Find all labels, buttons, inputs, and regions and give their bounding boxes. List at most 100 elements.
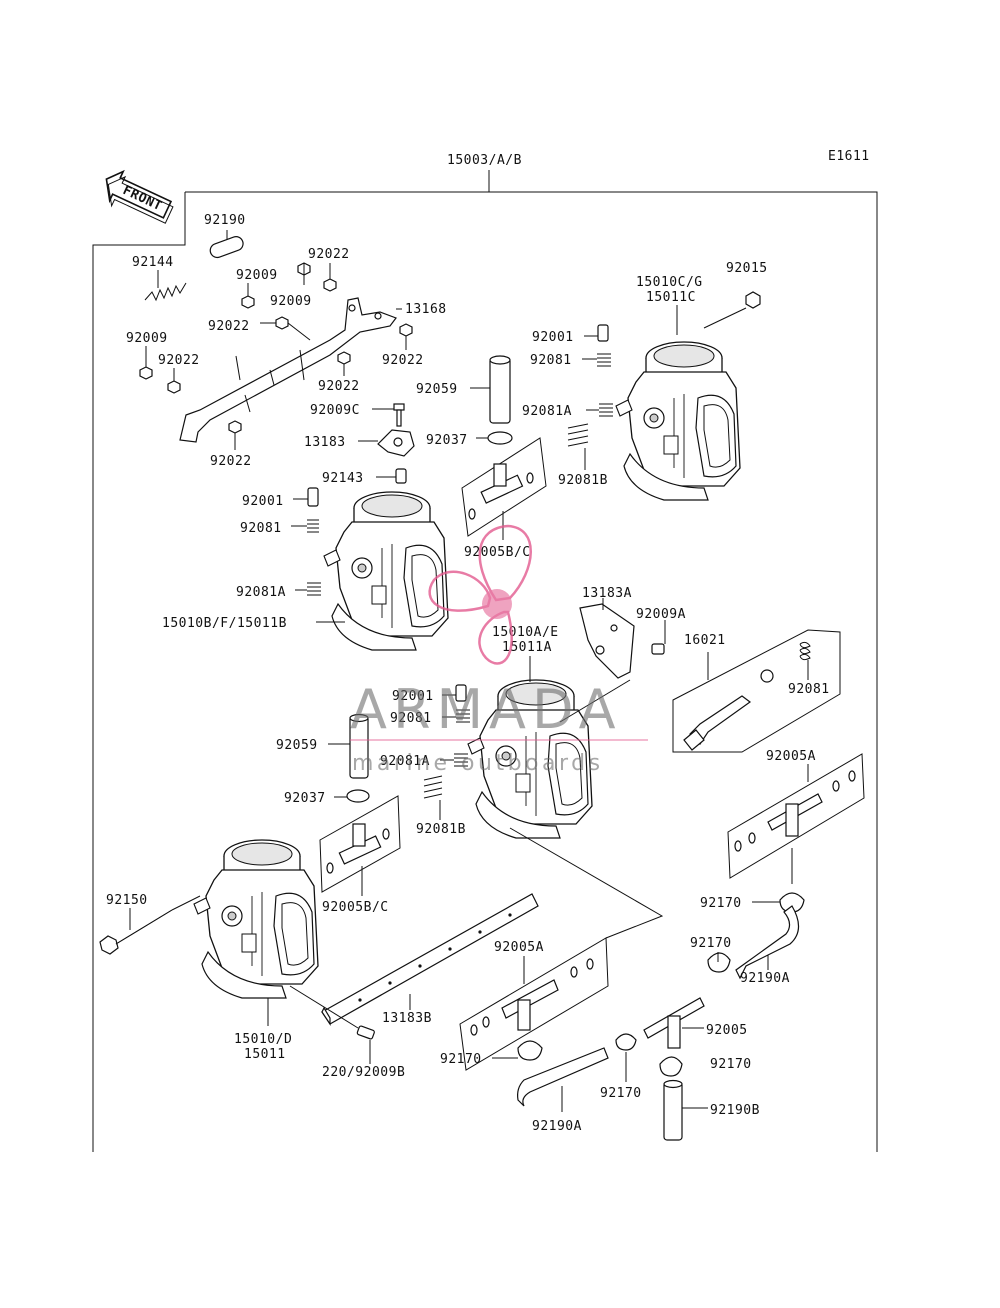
label-92005: 92005 <box>706 1023 748 1038</box>
part-92009A-screw <box>651 643 665 655</box>
label-92022: 92022 <box>382 353 424 368</box>
kit-92005BC-top <box>461 437 547 540</box>
label-15011C: 15011C <box>646 290 696 305</box>
part-92170-clamp <box>779 892 805 913</box>
part-13183A-bracket <box>579 603 635 679</box>
label-92022: 92022 <box>318 379 360 394</box>
part-92143 <box>395 468 407 484</box>
watermark: ARMADA marine outboards <box>350 524 648 776</box>
label-13168: 13168 <box>405 302 447 317</box>
middle-carb-small-parts <box>423 684 470 820</box>
label-92190: 92190 <box>204 213 246 228</box>
label-92037: 92037 <box>426 433 468 448</box>
label-92144: 92144 <box>132 255 174 270</box>
part-92009C-screw <box>393 403 405 427</box>
label-92005A: 92005A <box>766 749 816 764</box>
nut-icon <box>241 295 255 309</box>
label-92001: 92001 <box>532 330 574 345</box>
label-15010D: 15010/D <box>234 1032 292 1047</box>
label-92022: 92022 <box>308 247 350 262</box>
nut-icon <box>228 420 242 434</box>
label-92005BC: 92005B/C <box>464 545 531 560</box>
nut-icon <box>745 291 761 309</box>
label-92081A: 92081A <box>236 585 286 600</box>
nut-icon <box>337 351 351 365</box>
label-92009: 92009 <box>270 294 312 309</box>
watermark-brand: ARMADA <box>350 678 622 741</box>
ref-code: E1611 <box>828 149 870 164</box>
label-92081: 92081 <box>390 711 432 726</box>
carburetor-15010D <box>193 839 319 999</box>
label-92081: 92081 <box>788 682 830 697</box>
label-13183: 13183 <box>304 435 346 450</box>
label-92170: 92170 <box>600 1086 642 1101</box>
label-15010AE: 15010A/E <box>492 625 559 640</box>
label-92170: 92170 <box>690 936 732 951</box>
kit-92005A-mid <box>459 937 609 1071</box>
part-labels: 92190 92144 92009 92022 92009 13168 9202… <box>106 213 830 1134</box>
label-92170: 92170 <box>700 896 742 911</box>
part-92170-clamp <box>707 952 731 973</box>
carburetor-15010CG <box>615 341 741 501</box>
label-92001: 92001 <box>242 494 284 509</box>
label-92190A: 92190A <box>532 1119 582 1134</box>
nut-icon <box>139 366 153 380</box>
part-92005-t-fitting <box>643 997 705 1049</box>
label-92009: 92009 <box>236 268 278 283</box>
label-13183A: 13183A <box>582 586 632 601</box>
part-92190A-hose-bottom <box>517 1047 609 1107</box>
label-92009A: 92009A <box>636 607 686 622</box>
label-16021: 16021 <box>684 633 726 648</box>
part-13183B-rail <box>321 893 539 1026</box>
part-92190-tube <box>209 236 244 259</box>
kit-92005BC-mid <box>319 795 401 896</box>
right-carb-small-parts <box>567 324 613 470</box>
assembly-label: 15003/A/B <box>447 153 522 168</box>
part-92170-clamp <box>659 1056 683 1077</box>
part-92144-spring <box>144 282 187 302</box>
part-92037-mid <box>346 789 370 803</box>
part-92037-top <box>487 431 513 445</box>
label-92190B: 92190B <box>710 1103 760 1118</box>
label-15010BF-15011B: 15010B/F/15011B <box>162 616 287 631</box>
label-15010CG: 15010C/G <box>636 275 703 290</box>
label-92081: 92081 <box>240 521 282 536</box>
part-92190B-tube <box>663 1079 683 1141</box>
top-left-hardware <box>139 230 413 450</box>
part-92190A-hose-right <box>735 905 800 980</box>
nut-icon <box>275 316 289 330</box>
label-92009: 92009 <box>126 331 168 346</box>
left-carb-small-parts <box>291 487 321 596</box>
nut-icon <box>167 380 181 394</box>
label-13183B: 13183B <box>382 1011 432 1026</box>
carburetor-15010BF <box>323 491 449 651</box>
label-92022: 92022 <box>158 353 200 368</box>
label-92037: 92037 <box>284 791 326 806</box>
label-92015: 92015 <box>726 261 768 276</box>
label-92005A: 92005A <box>494 940 544 955</box>
part-92170-clamp <box>615 1033 637 1051</box>
label-92081A: 92081A <box>522 404 572 419</box>
label-92081A: 92081A <box>380 754 430 769</box>
label-92009C: 92009C <box>310 403 360 418</box>
label-92005BC: 92005B/C <box>322 900 389 915</box>
nut-icon <box>399 323 413 337</box>
kit-16021 <box>672 629 841 753</box>
label-15011: 15011 <box>244 1047 286 1062</box>
label-92150: 92150 <box>106 893 148 908</box>
propeller-logo-icon <box>428 524 532 665</box>
label-92059: 92059 <box>276 738 318 753</box>
kit-92005A-right <box>727 753 865 879</box>
label-92081: 92081 <box>530 353 572 368</box>
label-92190A: 92190A <box>740 971 790 986</box>
label-92170: 92170 <box>440 1052 482 1067</box>
label-220-92009B: 220/92009B <box>322 1065 405 1080</box>
label-92022: 92022 <box>210 454 252 469</box>
part-92150-bolt <box>99 909 173 955</box>
label-15011A: 15011A <box>502 640 552 655</box>
label-92081B: 92081B <box>416 822 466 837</box>
diagram-frame <box>92 170 878 1152</box>
nut-icon <box>323 278 337 292</box>
watermark-tagline: marine outboards <box>352 751 604 776</box>
label-92001: 92001 <box>392 689 434 704</box>
